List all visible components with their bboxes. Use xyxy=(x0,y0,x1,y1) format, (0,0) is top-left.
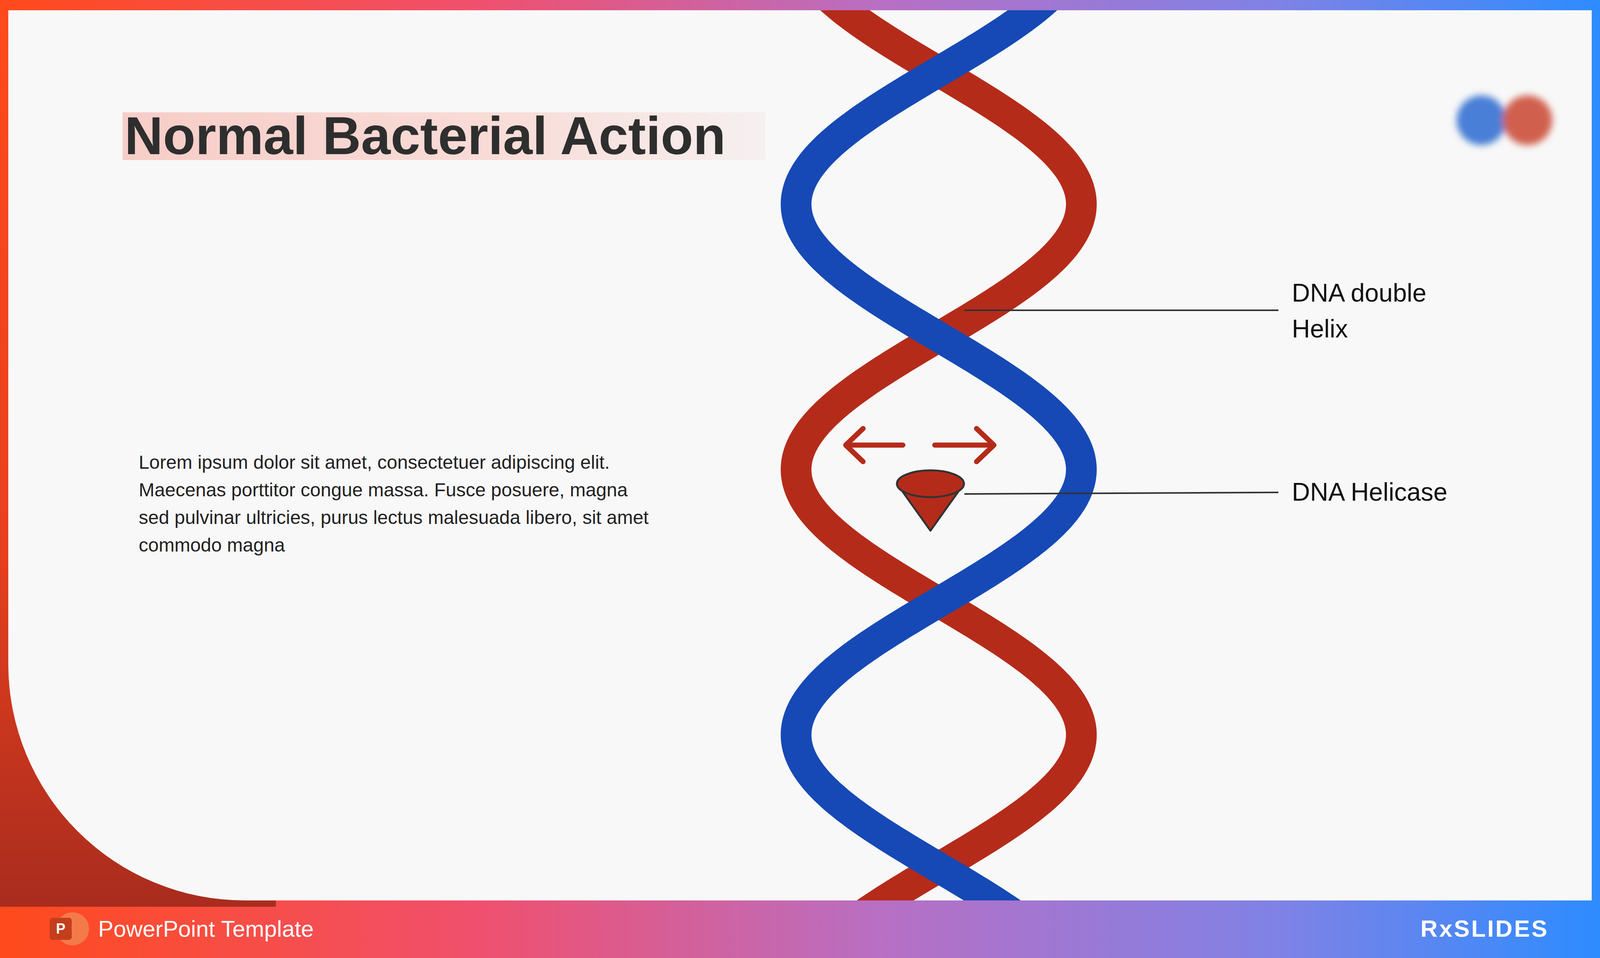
brand-logo: RxSLIDES xyxy=(1420,912,1549,945)
callout-label: DNA double Helix xyxy=(1291,275,1474,347)
leader-line xyxy=(964,492,1279,494)
body-text: Lorem ipsum dolor sit amet, consectetuer… xyxy=(138,448,652,559)
top-bar xyxy=(0,0,1600,11)
cone-top xyxy=(896,470,964,497)
blur-circle-blue xyxy=(1456,95,1507,146)
arrow-right xyxy=(934,442,994,448)
powerpoint-icon xyxy=(49,911,90,946)
helicase-cone xyxy=(896,470,964,531)
arrow-left-head xyxy=(845,428,864,462)
callout-label: DNA Helicase xyxy=(1291,474,1448,510)
leader-line xyxy=(964,309,1279,311)
arrow-right-head xyxy=(976,428,994,462)
dna-strand-red xyxy=(796,0,1082,901)
icon-letter: P xyxy=(49,917,72,940)
leader-lines xyxy=(964,310,1279,494)
direction-arrows xyxy=(845,428,994,462)
slide-title: Normal Bacterial Action xyxy=(124,108,726,164)
arrow-left xyxy=(846,442,903,448)
icon-square xyxy=(49,917,72,940)
blur-circle-red xyxy=(1502,95,1553,146)
dna-helix xyxy=(796,0,1082,901)
footer-text: PowerPoint Template xyxy=(98,914,314,943)
dna-strand-blue xyxy=(796,0,1082,901)
decor-circles xyxy=(1456,95,1553,146)
